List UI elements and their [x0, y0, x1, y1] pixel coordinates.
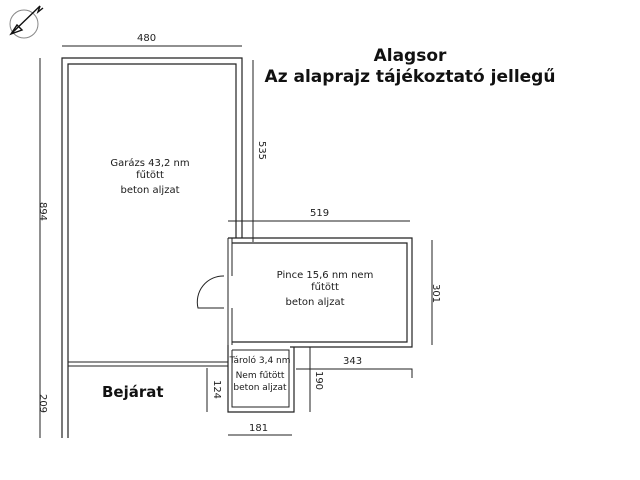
dim-lower-right-width: 343 [343, 356, 363, 367]
garage-label: Garázs 43,2 nm fűtött beton aljzat [80, 158, 220, 197]
entrance-label: Bejárat [102, 383, 164, 401]
storage-label: Tároló 3,4 nm Nem fűtött beton aljzat [226, 355, 294, 394]
plan-title-floor: Alagsor [373, 46, 447, 66]
dim-upper-right-height: 535 [256, 140, 268, 161]
cellar-heating: fűtött [311, 282, 339, 293]
storage-floor: beton aljzat [233, 383, 287, 393]
plan-subtitle-disclaimer: Az alaprajz tájékoztató jellegű [264, 67, 556, 87]
dim-cellar-height: 301 [430, 283, 442, 304]
dim-top-width: 480 [137, 33, 157, 44]
garage-heating: fűtött [136, 170, 164, 181]
garage-area: Garázs 43,2 nm [110, 158, 190, 169]
cellar-label: Pince 15,6 nm nem fűtött beton aljzat [270, 270, 380, 309]
dim-storage-depth: 190 [313, 370, 325, 391]
dim-cellar-width: 519 [310, 208, 330, 219]
dim-garage-height: 894 [37, 201, 49, 222]
cellar-floor: beton aljzat [285, 297, 345, 308]
storage-area: Tároló 3,4 nm [229, 356, 291, 366]
dim-storage-wall: 124 [211, 379, 223, 400]
dim-storage-width: 181 [249, 423, 269, 434]
cellar-area: Pince 15,6 nm nem [276, 270, 374, 281]
garage-floor: beton aljzat [120, 185, 180, 196]
north-arrow-icon [9, 5, 44, 39]
storage-heating: Nem fűtött [235, 371, 285, 381]
dim-entrance-depth: 209 [37, 393, 49, 414]
